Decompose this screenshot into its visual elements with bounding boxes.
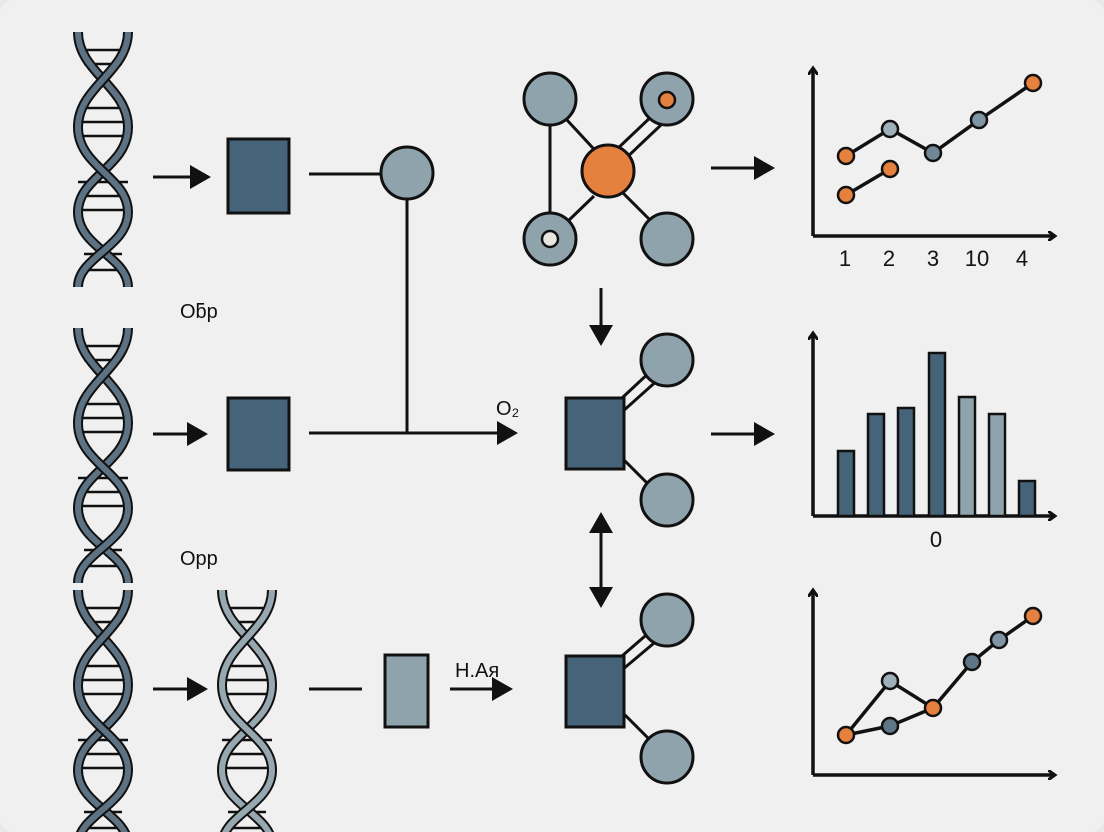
x-tick-label: 0 (930, 527, 942, 552)
x-tick-label: 2 (883, 246, 895, 271)
line-chart-top: 1 2 3 10 4 (813, 68, 1055, 271)
x-tick-label: 10 (965, 246, 989, 271)
dna-helix-icon (78, 32, 128, 287)
dna-helix-light-icon (222, 590, 272, 832)
protein-block-light (383, 653, 430, 729)
row1-caption: Oƃp (180, 301, 218, 323)
dna-helix-icon (78, 328, 128, 583)
x-tick-label: 1 (839, 246, 851, 271)
x-tick-label: 4 (1016, 246, 1028, 271)
molecule-complex (564, 592, 695, 785)
protein-block (226, 137, 291, 215)
x-tick-label: 3 (927, 246, 939, 271)
molecule-complex (564, 332, 695, 528)
row3-caption: Opp (180, 548, 218, 570)
protein-block (226, 396, 291, 472)
molecule-network (522, 71, 695, 267)
h-a-label: H.Aя (455, 660, 499, 682)
line-chart-bottom (813, 590, 1055, 775)
o2-label: O₂ (496, 398, 519, 420)
dna-helix-icon (78, 590, 128, 832)
bar-chart: 0 (813, 333, 1055, 552)
node-circle (379, 145, 435, 201)
